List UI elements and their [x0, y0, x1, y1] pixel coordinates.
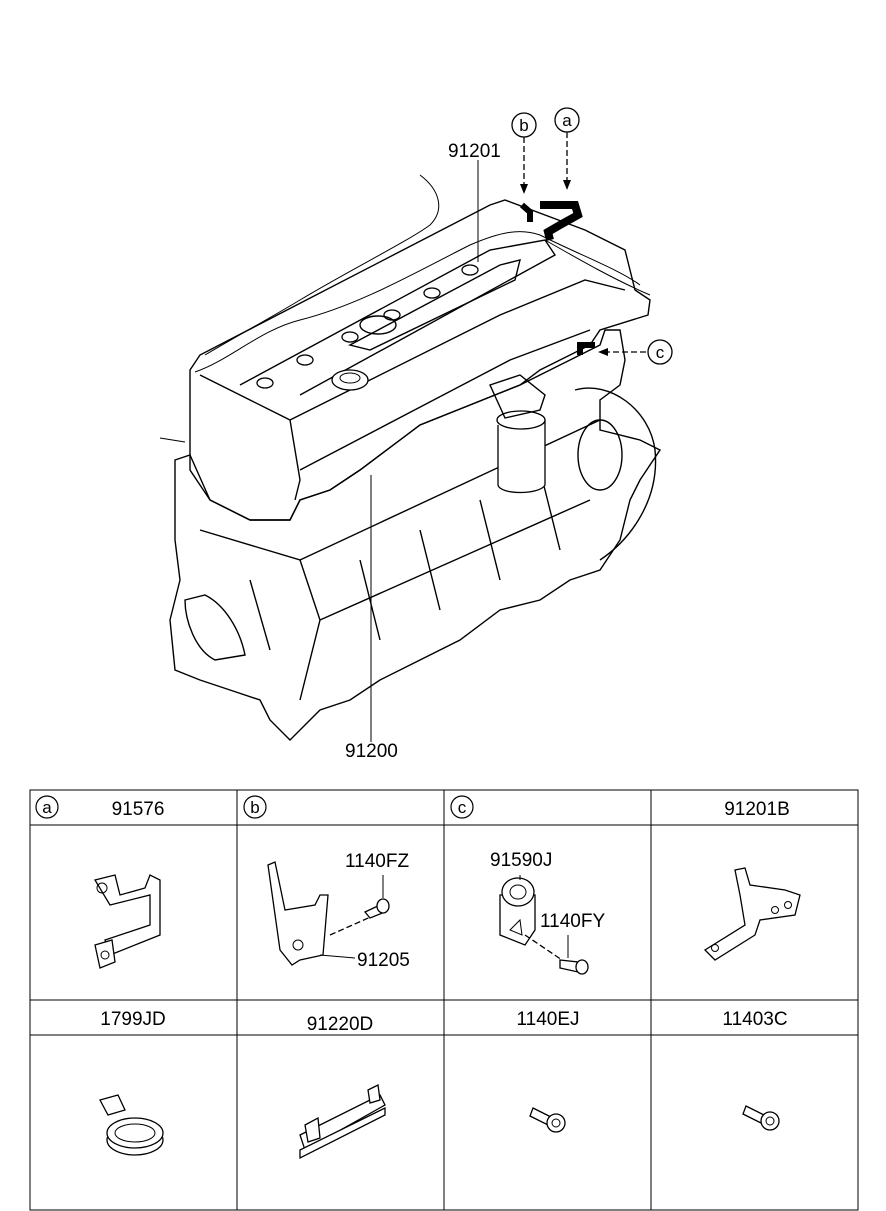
part-number-1140EJ: 1140EJ [516, 1009, 579, 1030]
part-number-1140FZ: 1140FZ [345, 851, 409, 872]
bolt-1140FY-drawing [559, 935, 589, 975]
bracket-91576-drawing [93, 874, 161, 969]
bracket-91220D-drawing [299, 1084, 386, 1160]
callout-label-91201: 91201 [448, 141, 501, 162]
parts-table [29, 789, 859, 1211]
bolt-11403C-drawing [742, 1105, 780, 1131]
callout-leaders [370, 132, 648, 742]
callout-circle-a: a [554, 107, 580, 133]
callout-letter-a: a [562, 111, 572, 130]
part-number-1140FY: 1140FY [540, 911, 605, 932]
callout-label-91200: 91200 [345, 741, 398, 762]
cell-c-letter: c [458, 798, 467, 817]
part-number-91590J: 91590J [490, 850, 552, 871]
cell-b-letter: b [250, 798, 259, 817]
cell-a-header: a 91576 [35, 795, 165, 820]
callout-letter-c: c [656, 343, 665, 362]
part-number-91220D: 91220D [307, 1014, 374, 1035]
bolt-1140FZ-drawing [363, 875, 390, 919]
cell-b-header: b [243, 795, 267, 819]
callout-circle-c: c [647, 339, 673, 365]
band-clamp-1799JD-drawing [99, 1094, 164, 1156]
bolt-1140EJ-drawing [529, 1107, 566, 1133]
part-number-91576: 91576 [112, 799, 165, 820]
callout-letter-b: b [519, 116, 528, 135]
clamp-91590J-drawing [499, 875, 566, 963]
part-number-1799JD: 1799JD [100, 1009, 166, 1030]
bracket-91201B-drawing [703, 867, 801, 961]
callout-circle-b: b [511, 112, 537, 138]
part-number-11403C: 11403C [722, 1009, 787, 1030]
cell-a-letter: a [42, 798, 52, 817]
part-number-91201B: 91201B [724, 799, 790, 820]
bracket-91205-drawing [267, 861, 376, 966]
engine-illustration [159, 174, 662, 741]
part-number-91205: 91205 [357, 950, 410, 971]
cell-c-header: c [450, 795, 474, 819]
